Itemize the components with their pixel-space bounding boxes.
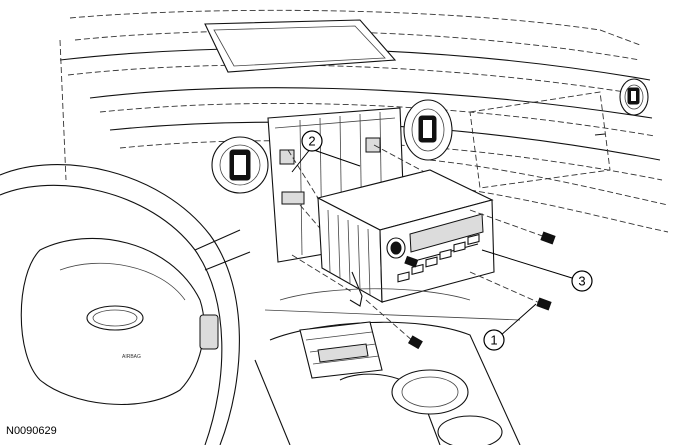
center-display-screen <box>204 19 397 73</box>
callout-1: 1 <box>483 329 505 351</box>
audio-unit <box>316 169 495 307</box>
callout-2: 2 <box>301 130 323 152</box>
steering-wheel: AIRBAG <box>0 164 251 445</box>
center-right-air-vent <box>403 99 453 161</box>
bolt-lower-center <box>365 299 423 350</box>
glovebox-area <box>469 91 611 189</box>
callout-leaders <box>291 147 573 337</box>
bolt-lower-right <box>469 271 552 311</box>
left-center-air-vent <box>211 136 269 194</box>
bolt-front-left <box>404 255 419 268</box>
callout-2-label: 2 <box>308 134 315 149</box>
right-air-vent <box>619 78 649 116</box>
bolt-upper-right <box>469 209 556 245</box>
callout-3-label: 3 <box>578 274 585 289</box>
airbag-emboss-text: AIRBAG <box>122 354 141 360</box>
center-console <box>254 288 521 445</box>
figure-identifier: N0090629 <box>6 425 57 437</box>
callout-1-label: 1 <box>490 333 497 348</box>
callout-3: 3 <box>571 270 593 292</box>
